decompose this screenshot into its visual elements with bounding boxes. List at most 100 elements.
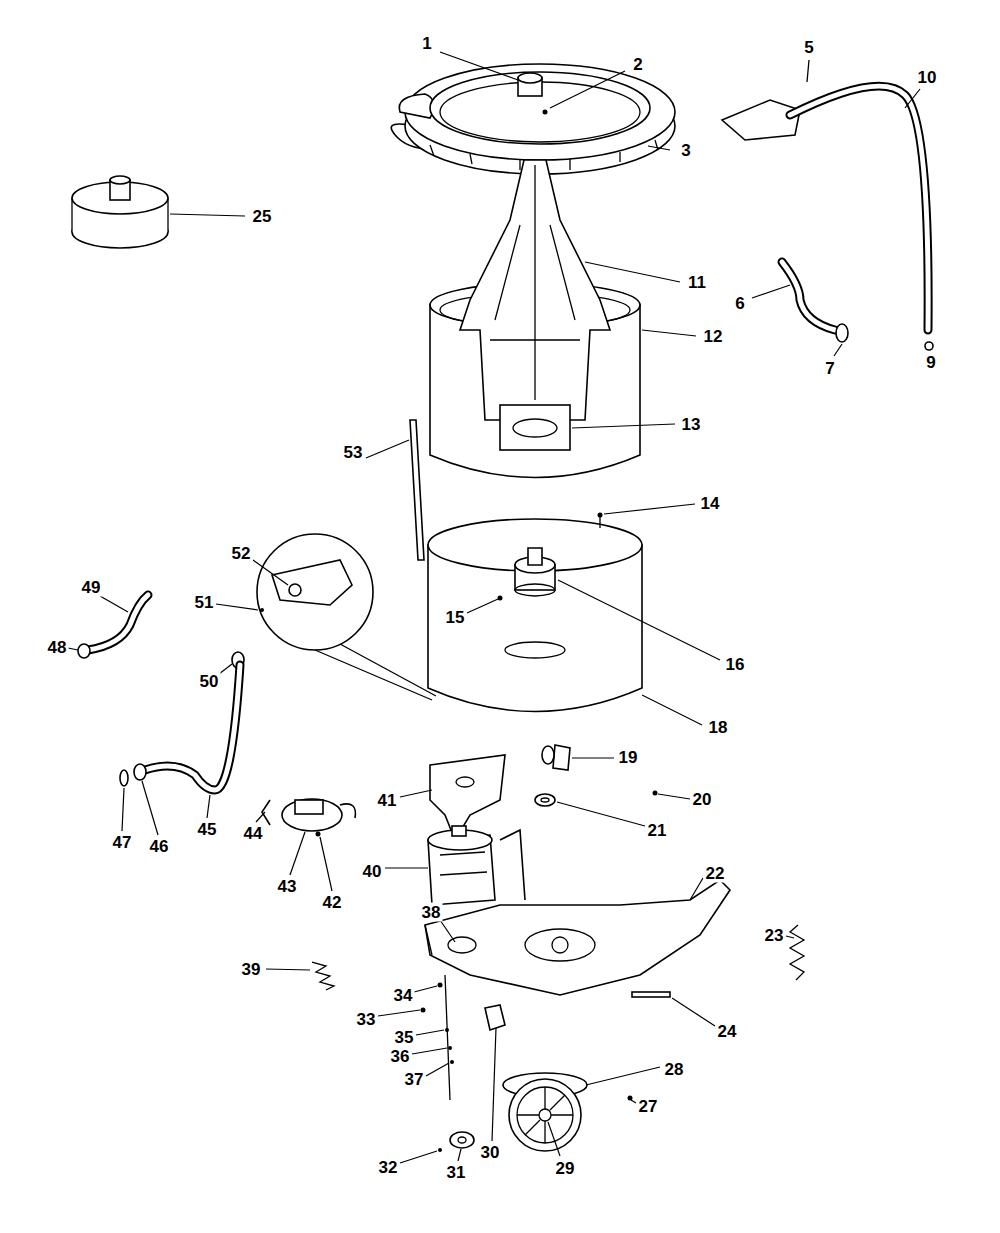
callout-number: 35 [393,1028,416,1047]
leader-line [604,504,695,514]
drain-hose [78,595,244,790]
base-plate [448,937,476,953]
spring [312,962,334,990]
detail-circle [257,534,373,650]
callout-number: 1 [420,34,433,53]
callout-number: 18 [707,718,730,737]
tub-cover [430,72,650,144]
callout-number: 31 [445,1163,468,1182]
callout-number: 51 [193,593,216,612]
detail-circle [257,534,436,700]
outer-tub [528,548,542,565]
callout-number: 25 [251,207,274,226]
leader-line [752,285,790,298]
pulley [517,1087,573,1143]
agitator [490,165,580,400]
small-parts [541,798,549,802]
drain-hose [134,764,146,780]
tub-cover [518,73,542,83]
callout-number: 40 [361,862,384,881]
agitator [460,160,610,420]
fill-hose [782,262,835,330]
leader-line [68,52,920,1163]
pump [295,800,323,814]
drain-hose [145,665,240,790]
agitator [460,160,610,450]
leader-line [467,599,498,613]
callout-number: 52 [230,544,253,563]
pump [282,799,342,831]
cap-part [110,176,130,184]
callout-number: 21 [646,821,669,840]
callout-number: 7 [823,359,836,378]
leader-line [266,969,310,970]
leader-line [100,596,128,612]
outer-tub [428,545,642,712]
fasteners [448,1046,452,1050]
callout-number: 22 [704,864,727,883]
leader-line [440,52,518,80]
callout-number: 48 [46,638,69,657]
leader-line [207,795,210,818]
fill-hose [925,342,933,350]
drain-hose [120,770,128,786]
fasteners [421,1008,426,1013]
callout-number: 10 [916,68,939,87]
leader-line [586,1067,660,1085]
bracket [430,755,505,840]
leader-line [68,648,78,650]
motor [428,826,495,905]
callout-number: 13 [680,415,703,434]
callout-number: 16 [724,655,747,674]
spring [790,925,804,980]
callout-number: 43 [276,877,299,896]
leader-line [905,89,920,108]
cap-part [72,176,168,248]
leader-line [642,695,702,725]
pulley [509,1079,581,1151]
leader-line [170,214,245,216]
callout-number: 37 [403,1070,426,1089]
tub-cover [543,110,548,115]
rod-part [410,420,424,560]
outer-tub [428,519,642,571]
callout-number: 11 [686,273,708,292]
leader-line [658,794,690,799]
callout-number: 45 [196,820,219,839]
leader-line [216,604,258,610]
leader-line [492,1028,496,1141]
detail-circle [340,644,436,696]
fill-hose [807,60,809,82]
rod-part [632,992,670,997]
base-plate [552,937,568,953]
callout-number: 2 [631,55,644,74]
fasteners [445,1028,449,1032]
leader-line [122,788,124,831]
leader-line [631,1100,636,1103]
callout-number: 28 [663,1060,686,1079]
pulley [517,1087,573,1143]
fasteners [445,975,450,1100]
callout-number: 27 [637,1097,660,1116]
fasteners [450,1060,454,1064]
callout-number: 42 [321,893,344,912]
fill-hose [722,60,933,350]
leader-line [426,1063,449,1076]
small-parts [542,746,554,764]
callout-number: 23 [763,926,786,945]
callout-number: 3 [679,141,692,160]
leader-line [834,344,842,356]
outer-tub [498,596,503,601]
leader-line [400,790,432,797]
leader-line [557,802,645,826]
base-plate [425,830,730,995]
leader-line [366,440,409,458]
callout-number: 12 [702,327,725,346]
leader-line [672,998,715,1026]
base-plate [425,880,730,995]
spring [312,925,804,990]
bracket [456,777,474,787]
callout-number: 53 [342,443,365,462]
leader-line [548,1122,560,1156]
